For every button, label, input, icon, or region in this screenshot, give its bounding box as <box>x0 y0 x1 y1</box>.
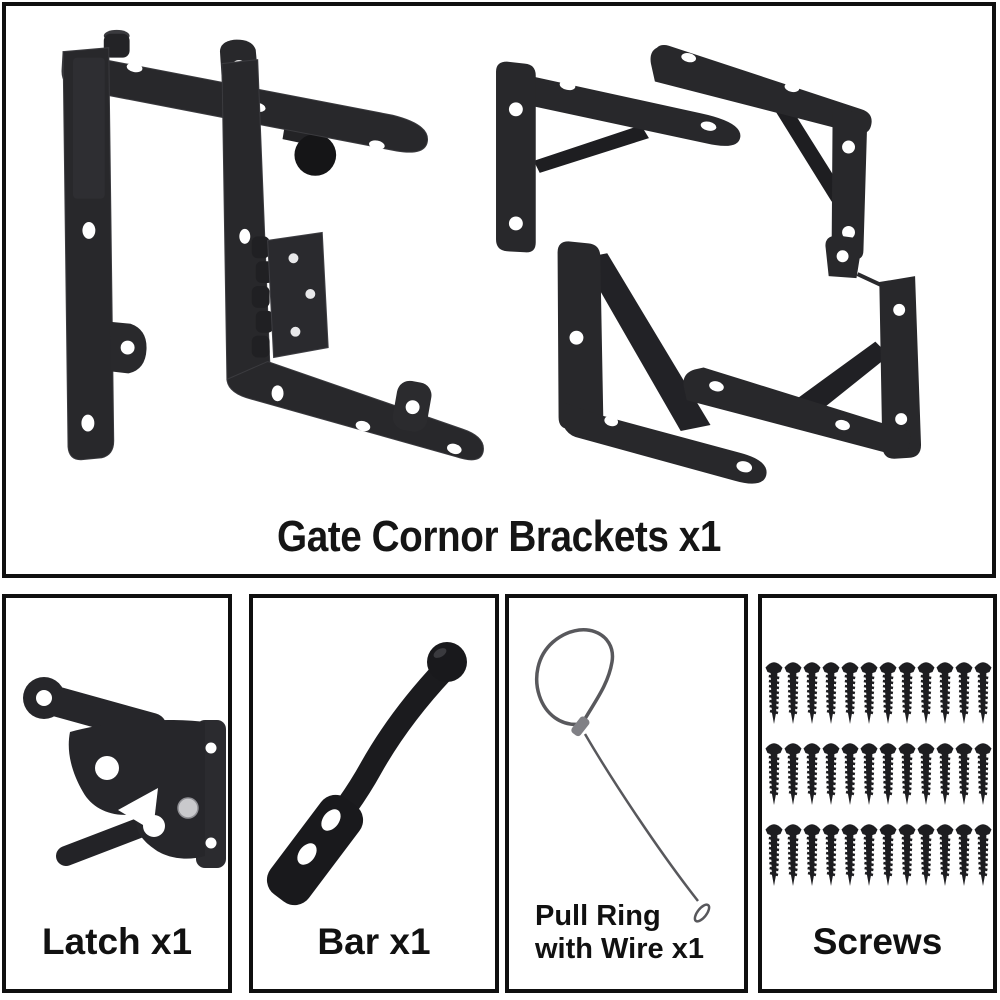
screw-icon <box>954 822 974 888</box>
screw-icon <box>954 741 974 807</box>
screw-icon <box>840 741 860 807</box>
bar-label: Bar x1 <box>317 921 431 962</box>
gate-latch-photo <box>23 677 226 868</box>
screw-icon <box>935 822 955 888</box>
screw-icon <box>783 822 803 888</box>
pull-ring-label: Pull Ring with Wire x1 <box>535 900 704 965</box>
screw-icon <box>916 822 936 888</box>
screw-icon <box>840 660 860 726</box>
screw-icon <box>973 660 993 726</box>
screw-icon <box>878 822 898 888</box>
screw-icon <box>878 741 898 807</box>
screw-icon <box>783 660 803 726</box>
screw-icon <box>916 660 936 726</box>
pull-ring-label-line2: with Wire x1 <box>535 932 704 965</box>
latch-panel: Latch x1 <box>2 594 232 993</box>
screw-icon <box>935 660 955 726</box>
screw-icon <box>764 660 784 726</box>
screw-icon <box>973 822 993 888</box>
screw-icon <box>783 741 803 807</box>
screw-icon <box>802 741 822 807</box>
shelf-bracket-upper-left <box>496 61 741 253</box>
screw-icon <box>764 822 784 888</box>
gate-bar-photo <box>266 642 467 906</box>
bar-panel: Bar x1 <box>249 594 499 993</box>
gate-corner-brackets-label: Gate Cornor Brackets x1 <box>277 512 721 561</box>
screw-icon <box>821 741 841 807</box>
screw-icon <box>859 822 879 888</box>
screw-icon <box>897 822 917 888</box>
pull-ring-wire-photo <box>535 628 711 923</box>
screw-icon <box>821 660 841 726</box>
screw-icon <box>878 660 898 726</box>
screw-icon <box>916 741 936 807</box>
screw-icon <box>821 822 841 888</box>
corner-strap-with-hinge <box>219 39 484 461</box>
shelf-bracket-upper-right <box>650 45 872 260</box>
screw-icon <box>859 741 879 807</box>
screw-icon <box>859 660 879 726</box>
screw-icon <box>764 741 784 807</box>
screw-icon <box>802 660 822 726</box>
screw-icon <box>802 822 822 888</box>
screw-icon <box>973 741 993 807</box>
gate-corner-brackets-panel: Gate Cornor Brackets x1 <box>2 2 996 578</box>
screw-icon <box>954 660 974 726</box>
corner-bracket-lower-left <box>557 241 767 484</box>
corner-bracket-lower-right <box>683 235 922 459</box>
pull-ring-panel: Pull Ring with Wire x1 <box>505 594 748 993</box>
pull-ring-label-line1: Pull Ring <box>535 900 661 933</box>
screw-icon <box>897 741 917 807</box>
screw-icon <box>935 741 955 807</box>
screws-label: Screws <box>812 921 943 962</box>
screw-icon <box>840 822 860 888</box>
screws-panel: Screws <box>758 594 997 993</box>
screw-icon <box>897 660 917 726</box>
latch-label: Latch x1 <box>41 921 193 962</box>
gate-corner-brackets-photo <box>61 29 922 484</box>
